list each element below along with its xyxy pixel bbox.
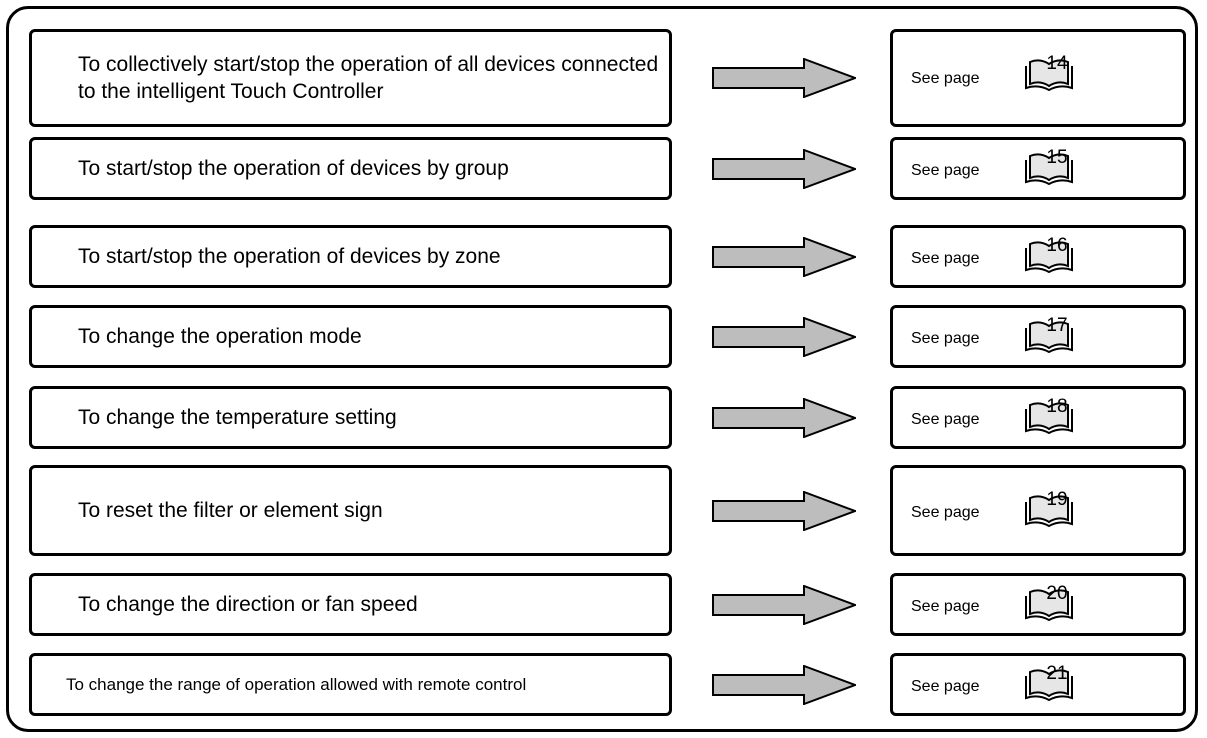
open-book-icon [1025, 669, 1073, 702]
page-ref-box: See page 18 [890, 386, 1186, 449]
task-label: To start/stop the operation of devices b… [78, 245, 501, 268]
page-number: 15 [1046, 147, 1068, 168]
right-arrow-icon [712, 398, 856, 438]
task-label: To change the temperature setting [78, 406, 397, 429]
see-page-label: See page [911, 504, 980, 521]
right-arrow-icon [712, 665, 856, 705]
page-ref-box: See page 14 [890, 29, 1186, 127]
page-ref-box: See page 16 [890, 225, 1186, 288]
page-number: 16 [1046, 235, 1068, 256]
task-label: To collectively start/stop the operation… [78, 53, 659, 103]
see-page-label: See page [911, 411, 980, 428]
page-number: 21 [1046, 663, 1068, 684]
page-ref-box: See page 21 [890, 653, 1186, 716]
see-page-label: See page [911, 250, 980, 267]
right-arrow-icon [712, 585, 856, 625]
page-number: 19 [1046, 489, 1068, 510]
task-label: To reset the filter or element sign [78, 499, 383, 522]
task-box-filter-reset: To reset the filter or element sign [29, 465, 672, 556]
right-arrow-icon [712, 491, 856, 531]
see-page-label: See page [911, 162, 980, 179]
open-book-icon [1025, 241, 1073, 274]
page-number: 17 [1046, 315, 1068, 336]
see-page-label: See page [911, 330, 980, 347]
task-box-temperature: To change the temperature setting [29, 386, 672, 449]
open-book-icon [1025, 495, 1073, 528]
task-label: To change the operation mode [78, 325, 362, 348]
task-label: To change the direction or fan speed [78, 593, 418, 616]
task-label: To start/stop the operation of devices b… [78, 157, 509, 180]
right-arrow-icon [712, 317, 856, 357]
page-ref-box: See page 15 [890, 137, 1186, 200]
task-box-direction-fan: To change the direction or fan speed [29, 573, 672, 636]
page-ref-box: See page 17 [890, 305, 1186, 368]
task-box-by-group: To start/stop the operation of devices b… [29, 137, 672, 200]
see-page-label: See page [911, 678, 980, 695]
open-book-icon [1025, 153, 1073, 186]
see-page-label: See page [911, 70, 980, 87]
right-arrow-icon [712, 237, 856, 277]
right-arrow-icon [712, 58, 856, 98]
task-label: To change the range of operation allowed… [66, 675, 527, 694]
task-box-start-stop-all: To collectively start/stop the operation… [29, 29, 672, 127]
open-book-icon [1025, 402, 1073, 435]
right-arrow-icon [712, 149, 856, 189]
task-box-operation-mode: To change the operation mode [29, 305, 672, 368]
task-box-remote-range: To change the range of operation allowed… [29, 653, 672, 716]
page-ref-box: See page 20 [890, 573, 1186, 636]
page-ref-box: See page 19 [890, 465, 1186, 556]
open-book-icon [1025, 59, 1073, 92]
open-book-icon [1025, 321, 1073, 354]
see-page-label: See page [911, 598, 980, 615]
task-box-by-zone: To start/stop the operation of devices b… [29, 225, 672, 288]
page-number: 18 [1046, 396, 1068, 417]
open-book-icon [1025, 589, 1073, 622]
page-number: 14 [1046, 53, 1068, 74]
page-number: 20 [1046, 583, 1068, 604]
outer-frame: To collectively start/stop the operation… [6, 6, 1198, 732]
